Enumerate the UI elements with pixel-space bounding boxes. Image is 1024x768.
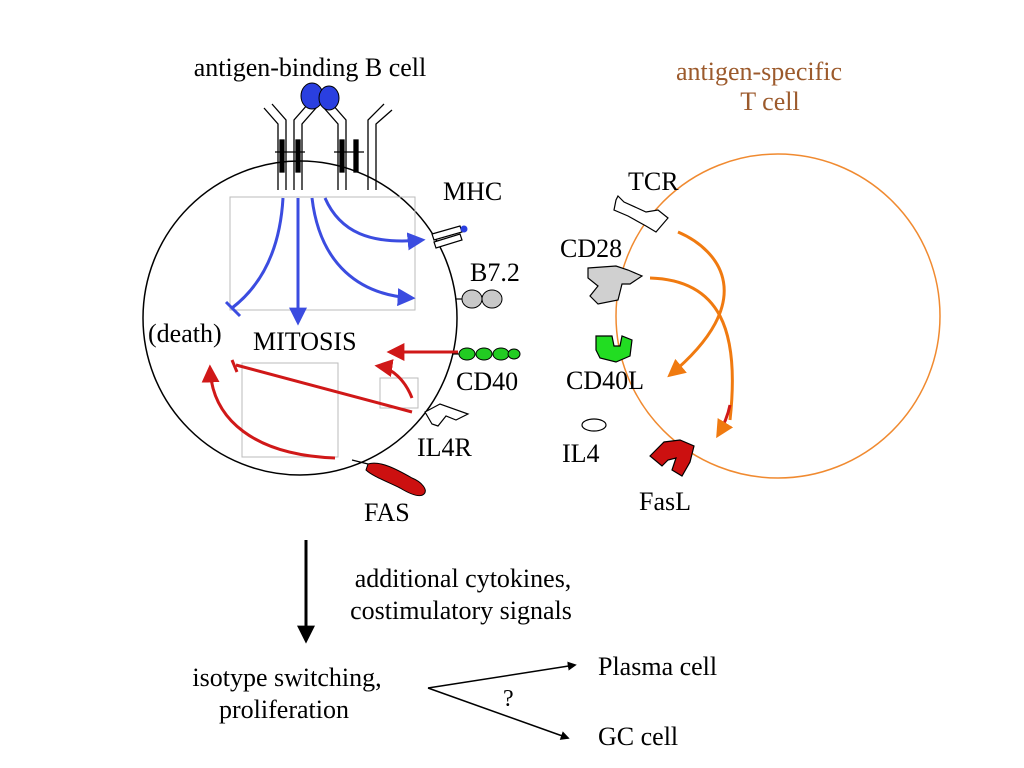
il4r-label: IL4R: [417, 433, 473, 462]
il4r-molecule: [424, 403, 470, 427]
orange-arrow-tcr-to-cd40l: [667, 230, 726, 378]
cytokines-label-line1: additional cytokines,: [355, 564, 572, 593]
question-mark: ?: [503, 686, 514, 712]
antigen: [300, 82, 340, 111]
orange-arrow-tip-to-fasl: [716, 404, 734, 439]
t-cell-title-line2: T cell: [740, 87, 799, 116]
b72-label: B7.2: [470, 258, 520, 287]
red-arrow-il4r-to-mitosis: [374, 359, 414, 399]
tcr-label: TCR: [628, 167, 679, 196]
b-cell-membrane: [142, 160, 458, 476]
b-cell-receptor-left: [263, 103, 317, 190]
tcr-molecule: [613, 194, 669, 233]
arrow-to-plasma: [427, 661, 577, 689]
blue-arrow-to-b72: [310, 197, 416, 307]
b-cell-receptor-right: [323, 103, 393, 190]
orange-signal-arrows: [649, 230, 734, 439]
plasma-cell-label: Plasma cell: [598, 652, 717, 681]
branch-arrows: [427, 661, 577, 740]
cd40l-label: CD40L: [566, 366, 644, 395]
b72-molecule: [456, 289, 503, 309]
cd40l-molecule: [595, 335, 633, 363]
fasl-molecule: [649, 439, 695, 477]
death-label: (death): [148, 319, 222, 348]
b-cell: [142, 160, 458, 476]
result-label-line1: isotype switching,: [192, 663, 381, 692]
red-arrow-fas-to-death: [201, 364, 336, 460]
arrow-to-gc: [427, 687, 570, 740]
cd28-label: CD28: [560, 234, 622, 263]
blue-inhibit-bar: [224, 300, 242, 318]
b-cell-frame-top: [229, 196, 416, 311]
red-signal-arrows: [201, 343, 458, 460]
il4-label: IL4: [562, 439, 600, 468]
cd28-molecule: [587, 265, 644, 305]
cd40-label: CD40: [456, 367, 518, 396]
mhc-molecule: [431, 225, 468, 249]
fas-label: FAS: [364, 498, 410, 527]
red-inhibit-line: [235, 363, 413, 414]
fasl-label: FasL: [639, 487, 691, 516]
cytokines-label-line2: costimulatory signals: [350, 596, 572, 625]
b-cell-title: antigen-binding B cell: [194, 53, 427, 82]
cd40-molecule: [452, 347, 521, 361]
result-label-line2: proliferation: [219, 695, 349, 724]
b-cell-frame-bottom: [241, 362, 339, 458]
il4-molecule: [581, 418, 607, 432]
blue-arrow-to-death: [231, 197, 285, 310]
mhc-label: MHC: [443, 177, 502, 206]
fas-molecule: [351, 459, 426, 497]
gc-cell-label: GC cell: [598, 722, 678, 751]
blue-arrow-to-mhc: [323, 197, 426, 251]
mitosis-label: MITOSIS: [253, 327, 357, 356]
blue-signal-arrows: [224, 197, 426, 326]
orange-arrow-cd28: [649, 276, 734, 421]
red-inhibit-bar: [230, 359, 239, 373]
t-cell-membrane: [615, 153, 941, 479]
t-cell-title-line1: antigen-specific: [676, 57, 842, 86]
